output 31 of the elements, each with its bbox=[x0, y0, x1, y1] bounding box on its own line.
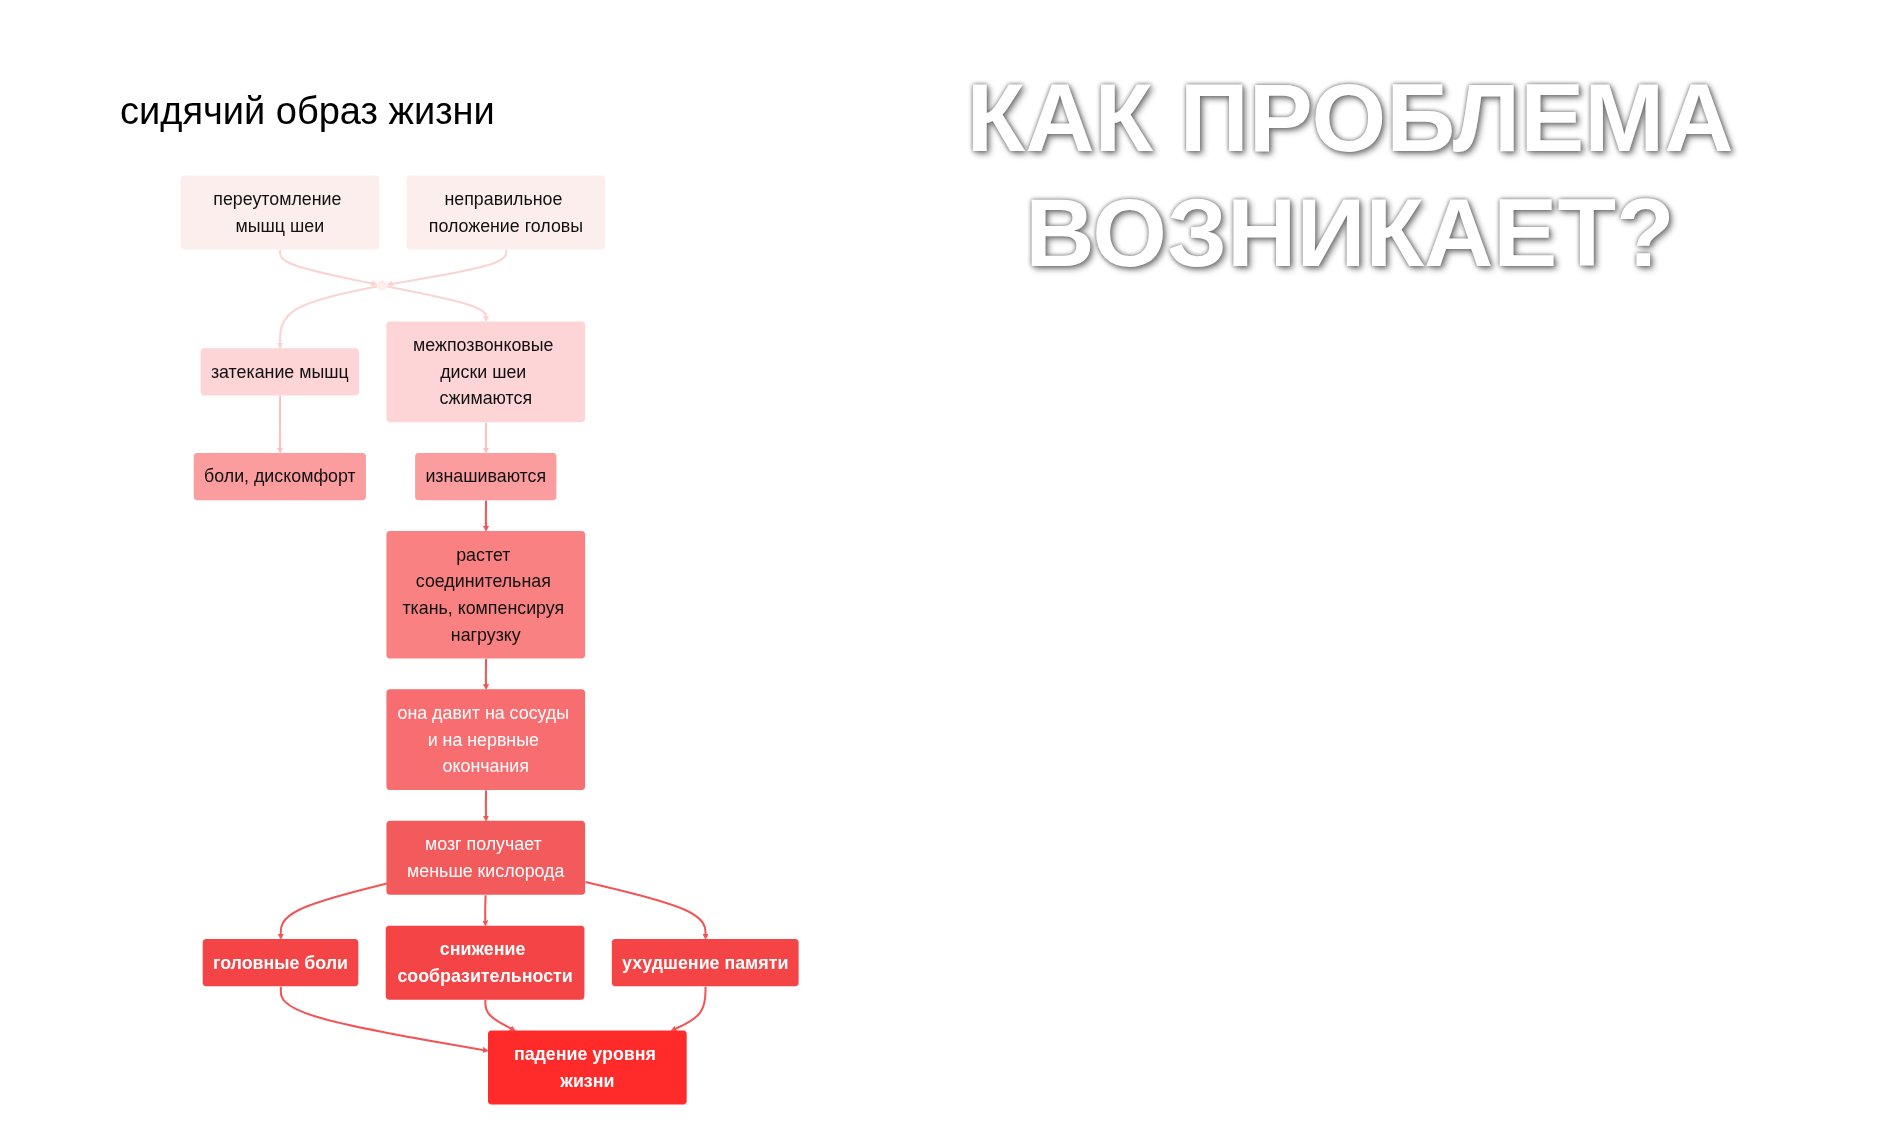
title: КАК ПРОБЛЕМА ВОЗНИКАЕТ? bbox=[965, 63, 1737, 289]
heading-text: сидячий образ жизни bbox=[120, 90, 495, 133]
node-box: изнашиваются bbox=[415, 452, 557, 501]
arrow bbox=[483, 422, 490, 454]
arrow bbox=[482, 895, 489, 927]
arrow bbox=[671, 986, 708, 1032]
arrow bbox=[277, 285, 378, 349]
node-box: межпозвонковые диски шеи сжимаются bbox=[386, 321, 586, 423]
node-box: затекание мышц bbox=[201, 348, 360, 396]
arrow bbox=[280, 986, 490, 1053]
node-box: мозг получает меньше кислорода bbox=[386, 820, 586, 895]
arrow bbox=[387, 249, 508, 287]
arrow bbox=[484, 1000, 517, 1032]
node-box: она давит на сосуды и на нервные окончания bbox=[386, 689, 586, 791]
node-box: боли, дискомфорт bbox=[194, 452, 367, 501]
node-box: головные боли bbox=[203, 939, 359, 987]
node-box: падение уровня жизни bbox=[488, 1030, 688, 1105]
arrow bbox=[278, 882, 388, 940]
node-box: снижение сообразительности bbox=[386, 925, 585, 1000]
node-box: ухудшение памяти bbox=[612, 939, 800, 987]
node-box: растет соединительная ткань, компенсируя нагрузку bbox=[386, 531, 586, 659]
arrow bbox=[279, 249, 378, 287]
arrow bbox=[483, 500, 490, 532]
arrow bbox=[483, 658, 490, 690]
node-box: переутомление мышц шеи bbox=[180, 175, 380, 250]
arrow bbox=[277, 395, 284, 454]
node-circle bbox=[377, 280, 388, 291]
arrow bbox=[585, 880, 709, 940]
node-box: неправильное положение головы bbox=[407, 175, 606, 250]
arrow bbox=[483, 790, 490, 822]
arrow bbox=[387, 285, 490, 323]
